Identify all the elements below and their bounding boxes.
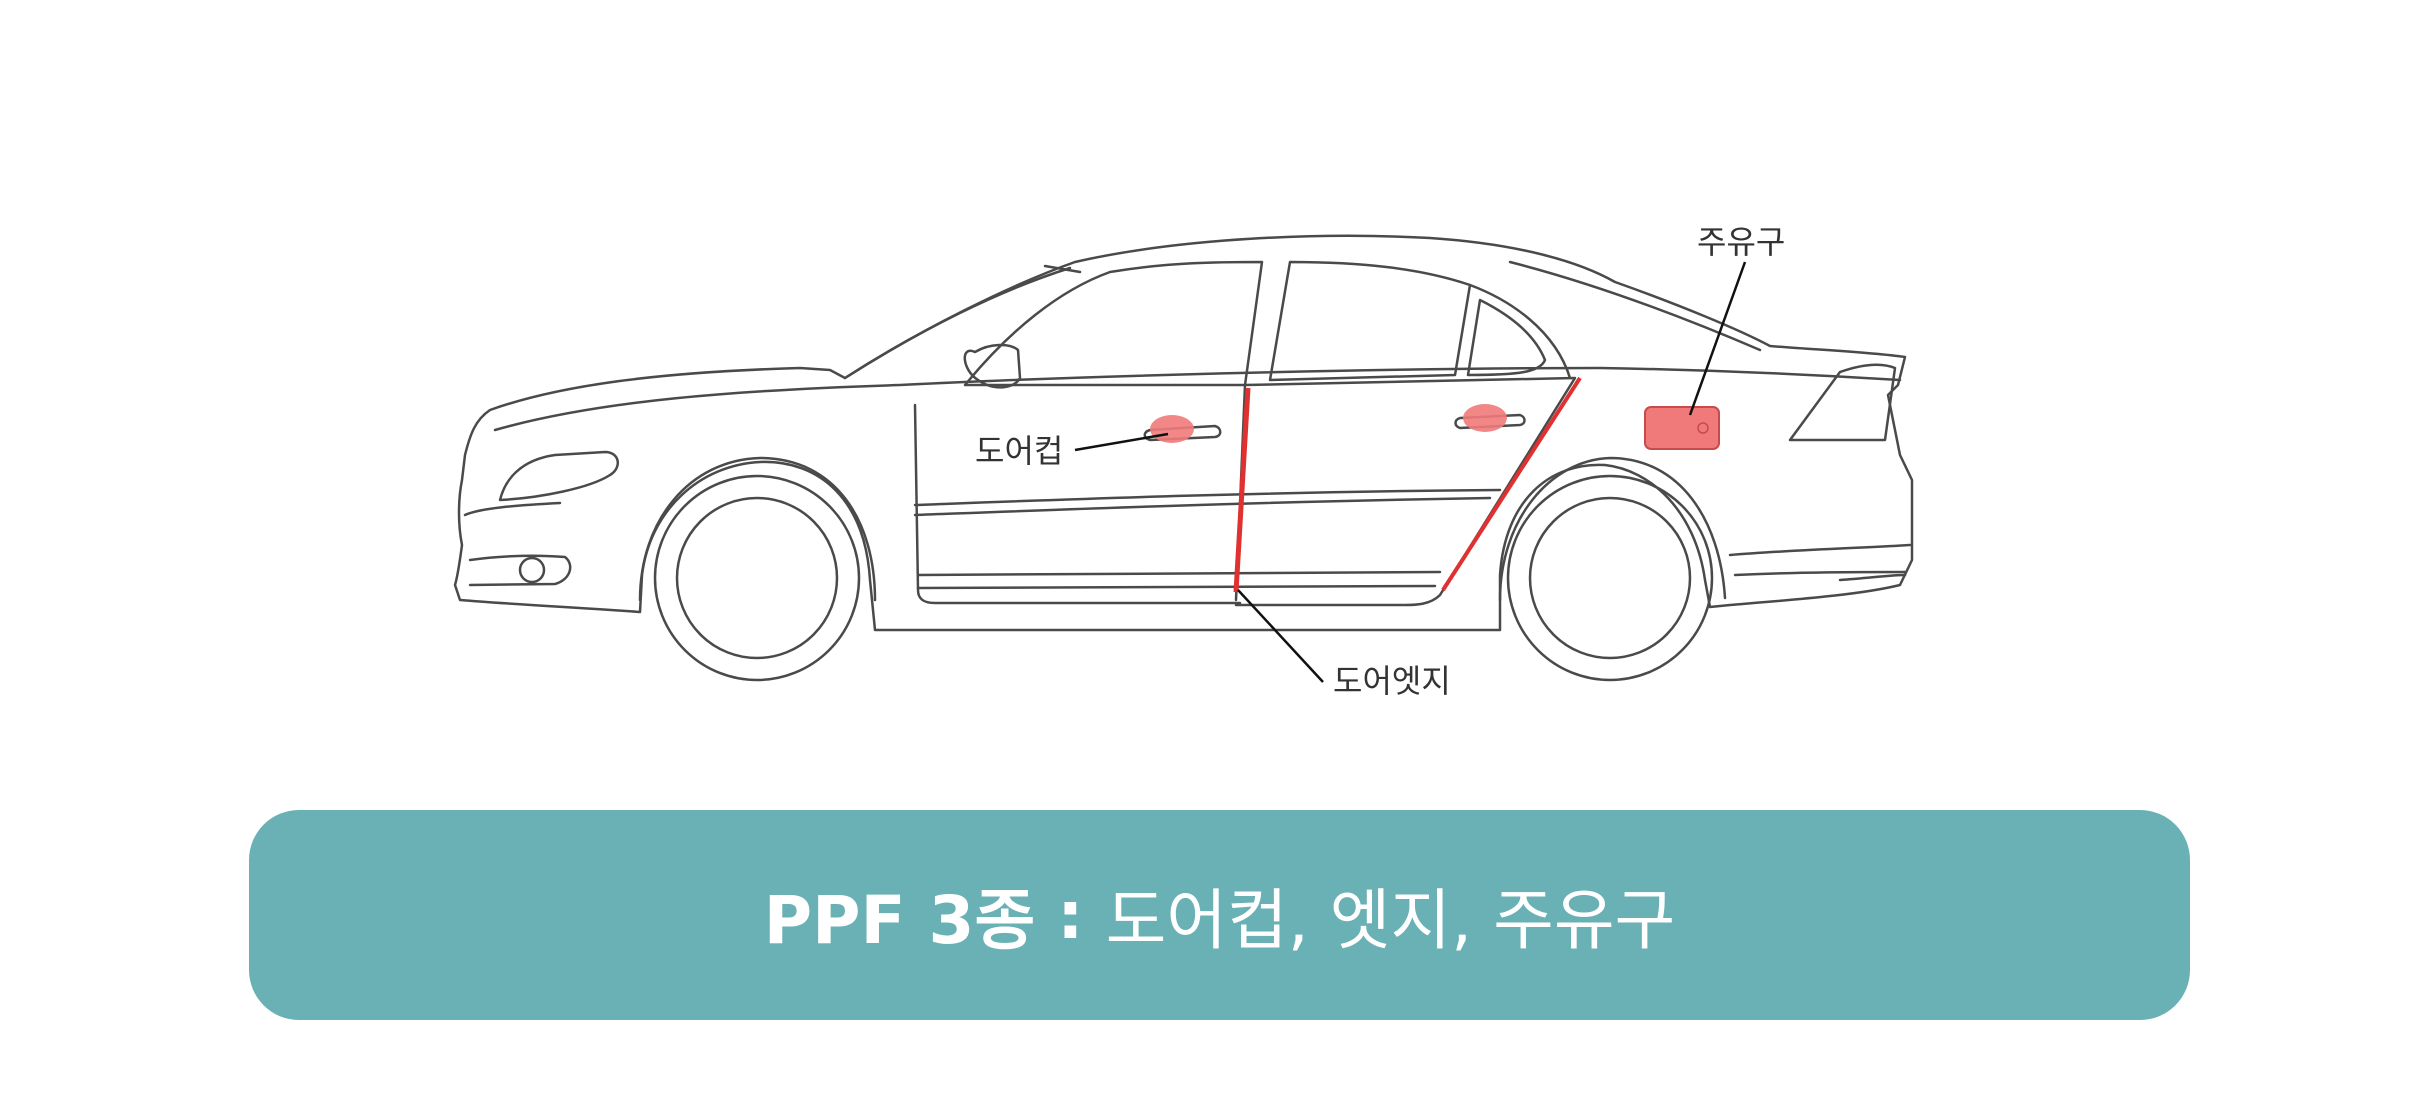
fuel-cap-label: 주유구: [1697, 223, 1785, 261]
front-wheel: [653, 474, 861, 682]
banner-separator: :: [1057, 876, 1084, 954]
rear-wheel: [1506, 474, 1714, 682]
door-cup-highlight-rear: [1463, 404, 1507, 432]
car-side-diagram: 도어컵 주유구 도어엣지: [453, 223, 1914, 700]
door-edge-leader-line: [1237, 589, 1324, 683]
fuel-cap-highlight: [1644, 406, 1720, 450]
car-outline: [453, 234, 1914, 632]
door-cup-label: 도어컵: [975, 432, 1063, 470]
door-edge-label: 도어엣지: [1333, 662, 1451, 700]
door-edge-highlight-rear: [1441, 376, 1582, 592]
ppf-summary-banner: PPF 3종 : 도어컵, 엣지, 주유구: [249, 810, 2190, 1020]
banner-title: PPF 3종: [763, 882, 1036, 959]
fuel-cap-leader-line: [1688, 261, 1747, 416]
door-cup-leader-line: [1074, 432, 1169, 452]
door-cup-highlight-front: [1150, 415, 1194, 443]
door-edge-highlight-front: [1233, 387, 1251, 593]
banner-items: 도어컵, 엣지, 주유구: [1105, 882, 1676, 959]
